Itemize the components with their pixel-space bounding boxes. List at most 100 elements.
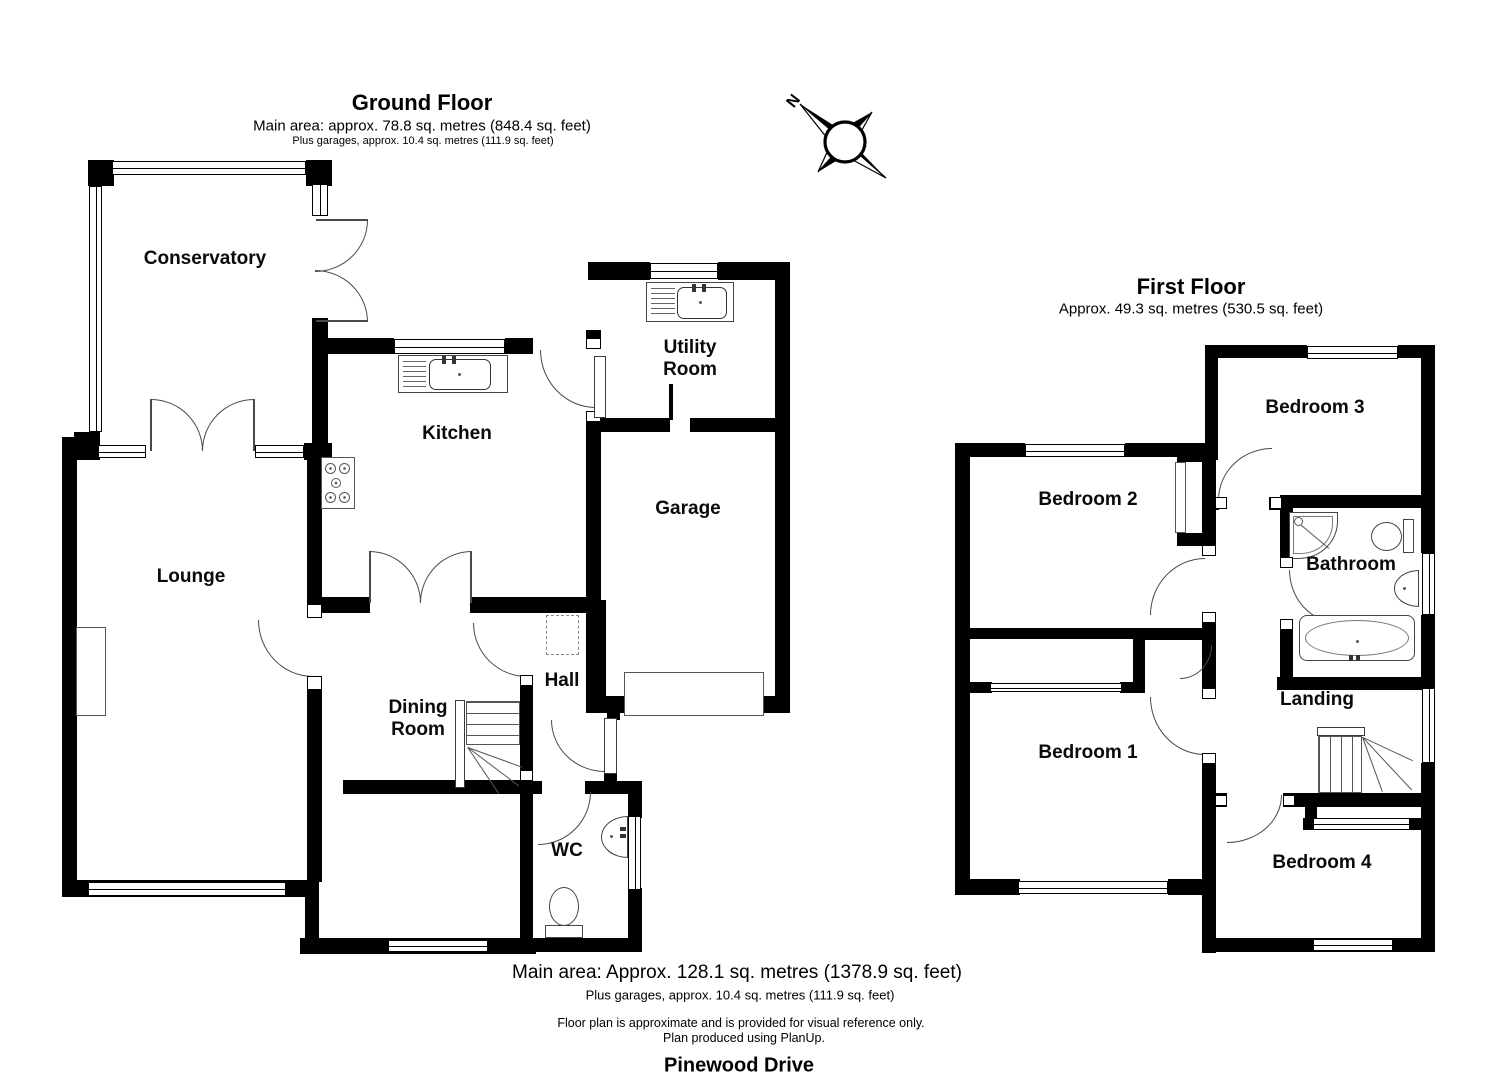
- door-swing-arc: [1150, 697, 1205, 755]
- wall: [955, 443, 970, 895]
- bath-tub-inner: [1305, 620, 1409, 656]
- utility-tap-icon: [702, 284, 706, 292]
- room-label-conservatory: Conservatory: [143, 248, 267, 269]
- door-leaf: [604, 718, 617, 774]
- wall: [1202, 757, 1216, 953]
- wall: [314, 338, 394, 354]
- wall: [1408, 818, 1421, 830]
- bathroom-basin-dot: [1403, 587, 1406, 590]
- ground-floor-area: Main area: approx. 78.8 sq. metres (848.…: [253, 117, 591, 135]
- compass-north-label: N: [783, 91, 804, 111]
- wall: [520, 677, 533, 781]
- door-jamb: [1202, 753, 1216, 764]
- window: [628, 816, 641, 890]
- room-label-bedroom4: Bedroom 4: [1272, 852, 1372, 873]
- wall: [1120, 682, 1145, 693]
- wall: [586, 418, 670, 432]
- wall: [1421, 345, 1435, 553]
- stair-handrail: [455, 700, 465, 788]
- window: [88, 882, 286, 896]
- stair-winder-line: [467, 747, 523, 768]
- ground-floor-garage-area: Plus garages, approx. 10.4 sq. metres (1…: [292, 135, 554, 147]
- hob-burner-icon: [325, 492, 336, 503]
- room-label-utility-1: Utility: [663, 337, 717, 358]
- wall: [1277, 677, 1435, 690]
- room-label-dining-1: Dining: [388, 697, 448, 718]
- room-label-hall: Hall: [544, 670, 580, 691]
- wall: [1421, 797, 1435, 952]
- door-swing-arc: [420, 551, 472, 603]
- bath-plug-dot: [1356, 640, 1359, 643]
- stair-treads: [1318, 736, 1362, 793]
- door-swing-arc: [315, 220, 368, 272]
- hob-burner-icon: [339, 492, 350, 503]
- footer-main-area: Main area: Approx. 128.1 sq. metres (137…: [512, 962, 962, 983]
- door-jamb: [1202, 688, 1216, 699]
- wall: [628, 888, 642, 940]
- first-floor-area: Approx. 49.3 sq. metres (530.5 sq. feet): [1058, 300, 1324, 318]
- wall: [585, 781, 642, 794]
- door-jamb: [1215, 795, 1227, 806]
- kitchen-plug-dot: [458, 373, 461, 376]
- door-jamb: [520, 675, 533, 686]
- wall: [305, 880, 319, 952]
- lounge-chimney-breast: [76, 627, 106, 716]
- wall: [470, 597, 598, 613]
- window: [1313, 818, 1410, 830]
- wall: [955, 443, 1025, 457]
- room-label-dining-2: Room: [391, 719, 445, 740]
- wall: [955, 879, 1020, 895]
- door-jamb: [1215, 497, 1227, 509]
- hall-storage-dashed-box: [546, 615, 579, 655]
- room-label-lounge: Lounge: [156, 566, 226, 587]
- door-jamb: [1280, 557, 1293, 568]
- window: [990, 683, 1122, 692]
- door-swing-arc: [1227, 795, 1282, 843]
- wc-tap-icon: [620, 834, 626, 838]
- bathroom-basin: [1394, 570, 1419, 607]
- window: [1422, 688, 1435, 763]
- utility-sink-basin: [677, 287, 727, 319]
- address-title: Pinewood Drive: [663, 1054, 815, 1077]
- door-swing-arc: [315, 270, 368, 322]
- wc-basin-dot: [610, 835, 613, 838]
- wall: [690, 418, 790, 432]
- wc-toilet-bowl: [549, 887, 579, 926]
- window: [650, 263, 718, 279]
- wc-tap-icon: [620, 827, 626, 831]
- window: [1313, 939, 1393, 951]
- door-jamb: [520, 770, 533, 781]
- door-leaf: [253, 399, 255, 451]
- room-label-bedroom3: Bedroom 3: [1265, 397, 1365, 418]
- door-jamb: [1280, 619, 1293, 630]
- room-label-landing: Landing: [1280, 689, 1354, 710]
- bathroom-toilet-bowl: [1371, 522, 1402, 551]
- door-jamb: [586, 338, 601, 349]
- shower-head-icon: [1294, 517, 1303, 526]
- kitchen-tap-icon: [452, 356, 456, 364]
- door-swing-arc: [258, 620, 313, 677]
- wall: [520, 938, 642, 952]
- wall: [307, 677, 322, 882]
- door-jamb: [1202, 612, 1216, 623]
- garage-door: [624, 672, 764, 716]
- kitchen-drainer: [403, 361, 426, 388]
- wall: [775, 262, 790, 713]
- footer-disclaimer: Floor plan is approximate and is provide…: [557, 1016, 925, 1030]
- room-label-bedroom1: Bedroom 1: [1038, 742, 1138, 763]
- wall: [718, 262, 790, 280]
- door-jamb: [1270, 497, 1282, 509]
- wall: [588, 262, 650, 280]
- window: [312, 184, 328, 216]
- wall: [1280, 622, 1293, 677]
- window: [1018, 881, 1168, 894]
- door-jamb: [1202, 545, 1216, 556]
- door-leaf: [150, 399, 152, 451]
- compass-icon: N: [783, 91, 887, 179]
- door-jamb: [307, 604, 322, 618]
- room-label-bathroom: Bathroom: [1306, 554, 1396, 575]
- hob-burner-icon: [339, 463, 350, 474]
- stair-winder-line: [1362, 737, 1413, 791]
- stair-handrail: [1317, 727, 1365, 736]
